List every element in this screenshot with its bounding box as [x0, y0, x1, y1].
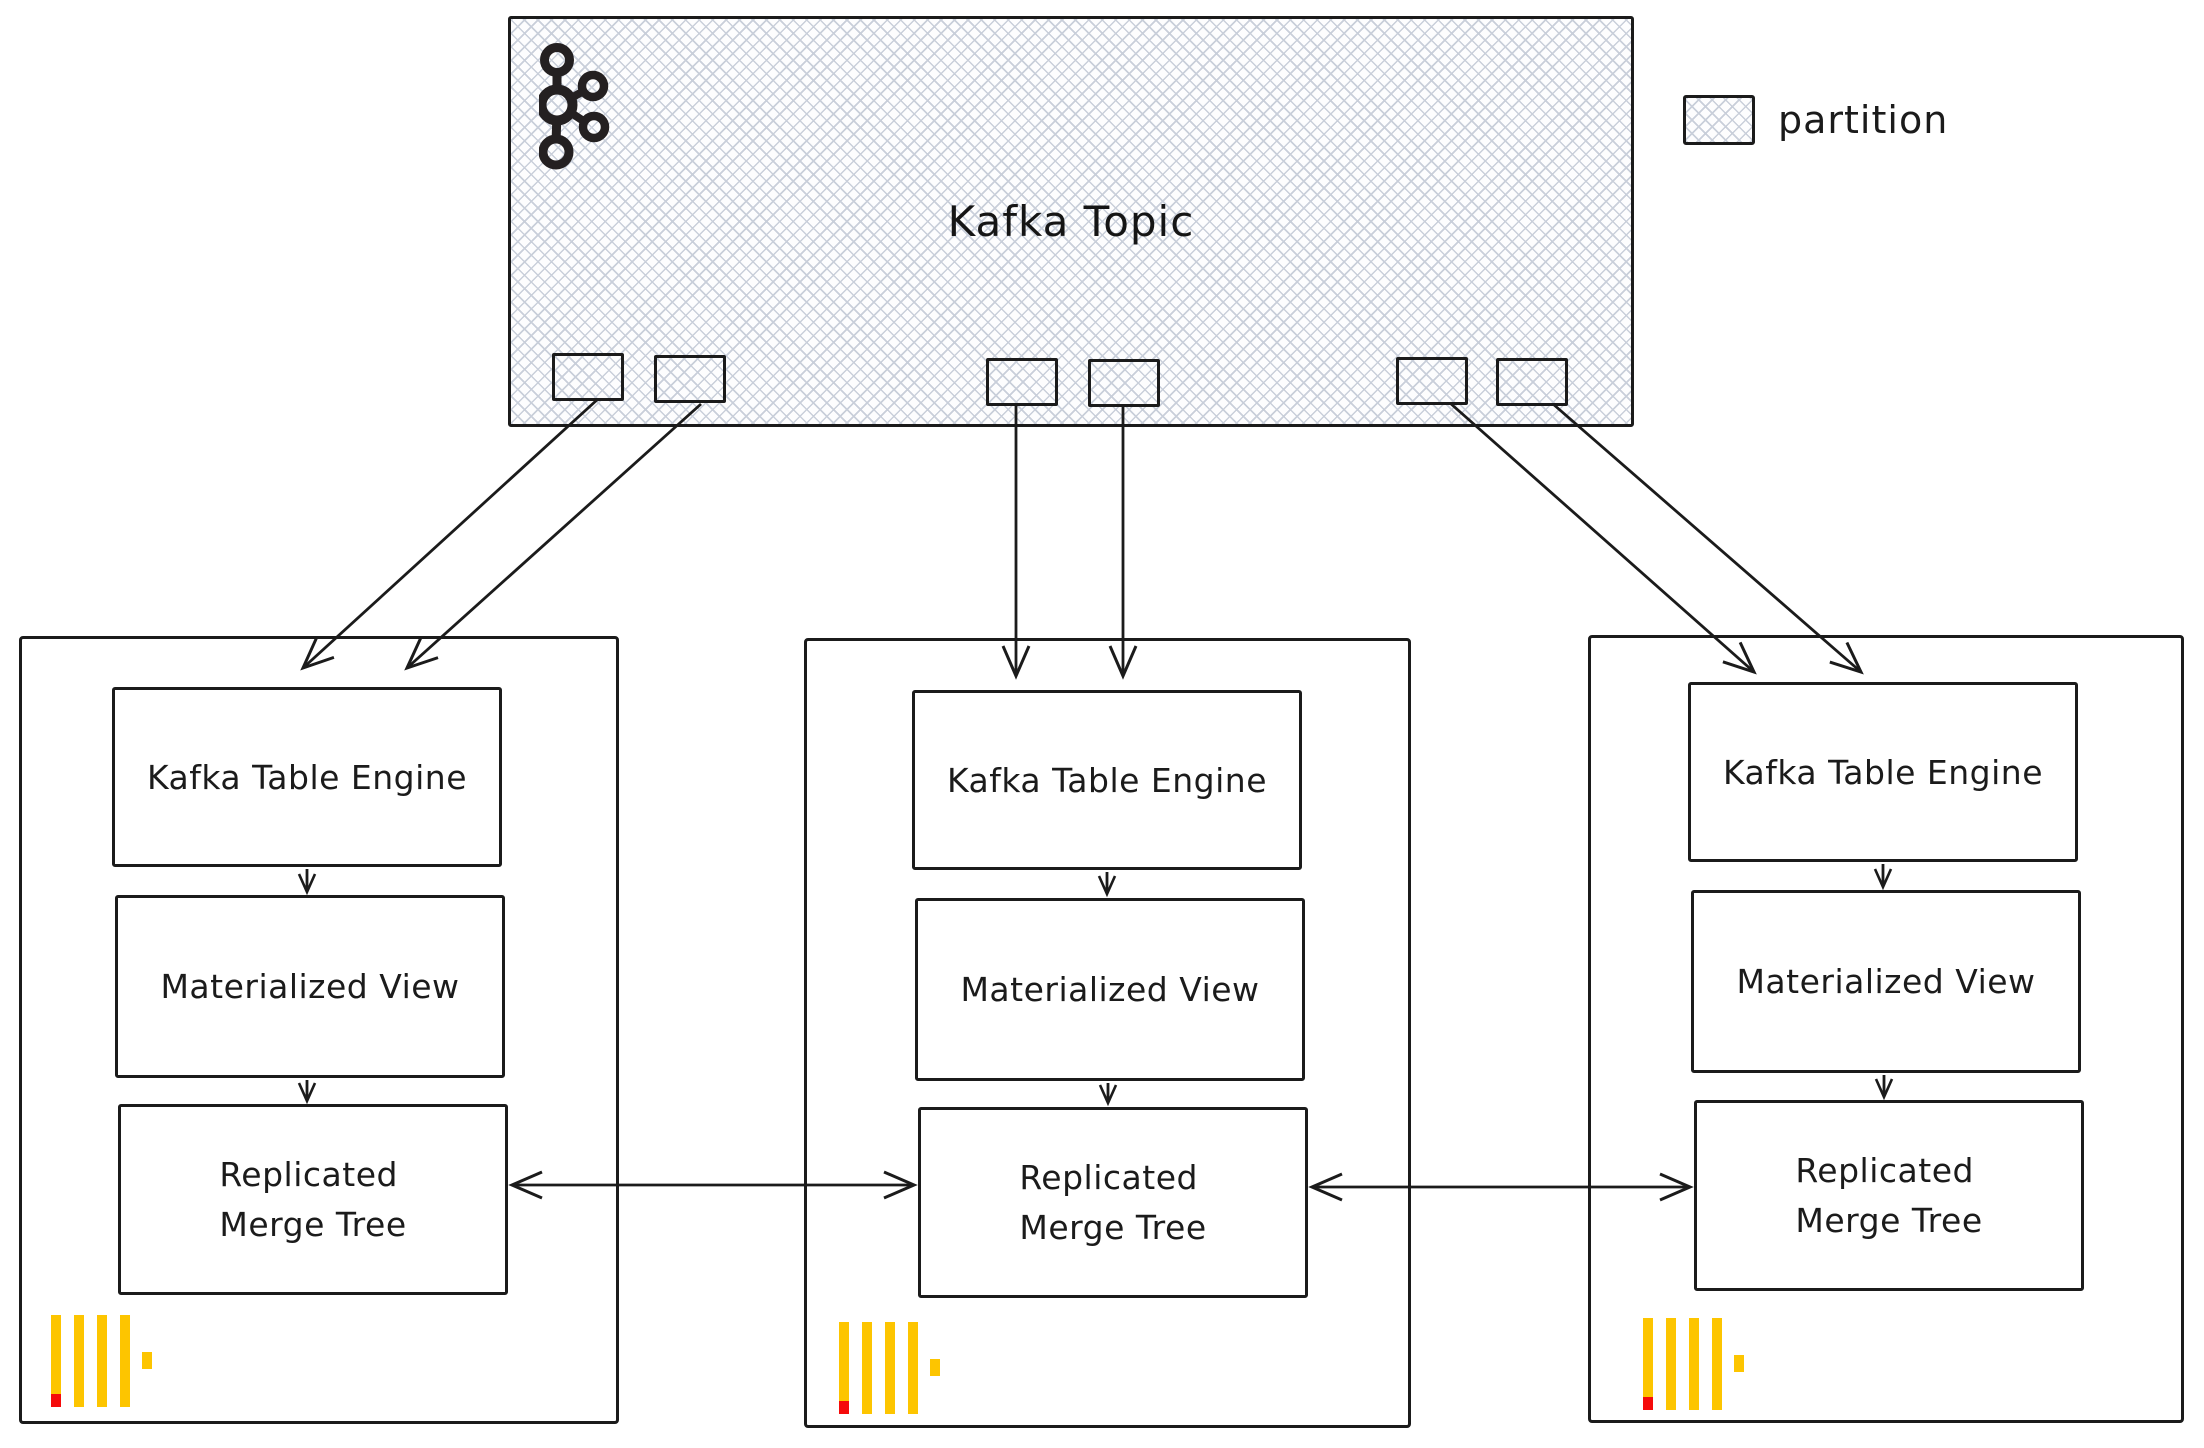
replica-node-2: Kafka Table Engine Materialized View Rep… — [804, 638, 1411, 1428]
kafka-table-engine-label: Kafka Table Engine — [146, 757, 468, 797]
materialized-view-label: Materialized View — [160, 967, 460, 1006]
kafka-topic-box: Kafka Topic — [508, 16, 1634, 427]
arrow-partition1-to-node1 — [300, 397, 599, 671]
kafka-icon — [539, 43, 610, 170]
materialized-view-box: Materialized View — [915, 898, 1305, 1081]
replica-node-3: Kafka Table Engine Materialized View Rep… — [1588, 635, 2184, 1423]
kafka-table-engine-label: Kafka Table Engine — [1722, 752, 2044, 792]
materialized-view-label: Materialized View — [1736, 962, 2036, 1001]
clickhouse-icon — [51, 1315, 152, 1407]
kafka-table-engine-box: Kafka Table Engine — [912, 690, 1302, 870]
partition-box-3 — [986, 358, 1058, 406]
arrow-partition2-to-node1 — [404, 402, 702, 671]
legend-partition-label: partition — [1778, 98, 1949, 142]
partition-box-4 — [1088, 359, 1160, 407]
clickhouse-icon — [1643, 1318, 1744, 1410]
kafka-topic-title: Kafka Topic — [947, 197, 1195, 246]
materialized-view-box: Materialized View — [1691, 890, 2081, 1073]
clickhouse-icon — [839, 1322, 940, 1414]
arrow-partition5-to-node3 — [1449, 401, 1757, 675]
arrow-partition6-to-node3 — [1552, 402, 1864, 675]
partition-swatch — [1683, 95, 1755, 145]
kafka-table-engine-box: Kafka Table Engine — [1688, 682, 2078, 862]
kafka-table-engine-box: Kafka Table Engine — [112, 687, 502, 867]
kafka-table-engine-label: Kafka Table Engine — [946, 760, 1268, 800]
replica-node-1: Kafka Table Engine Materialized View Rep… — [19, 636, 619, 1424]
materialized-view-box: Materialized View — [115, 895, 505, 1078]
materialized-view-label: Materialized View — [960, 970, 1260, 1009]
partition-box-6 — [1496, 358, 1568, 406]
partition-box-1 — [552, 353, 624, 401]
partition-box-5 — [1396, 357, 1468, 405]
partition-box-2 — [654, 355, 726, 403]
